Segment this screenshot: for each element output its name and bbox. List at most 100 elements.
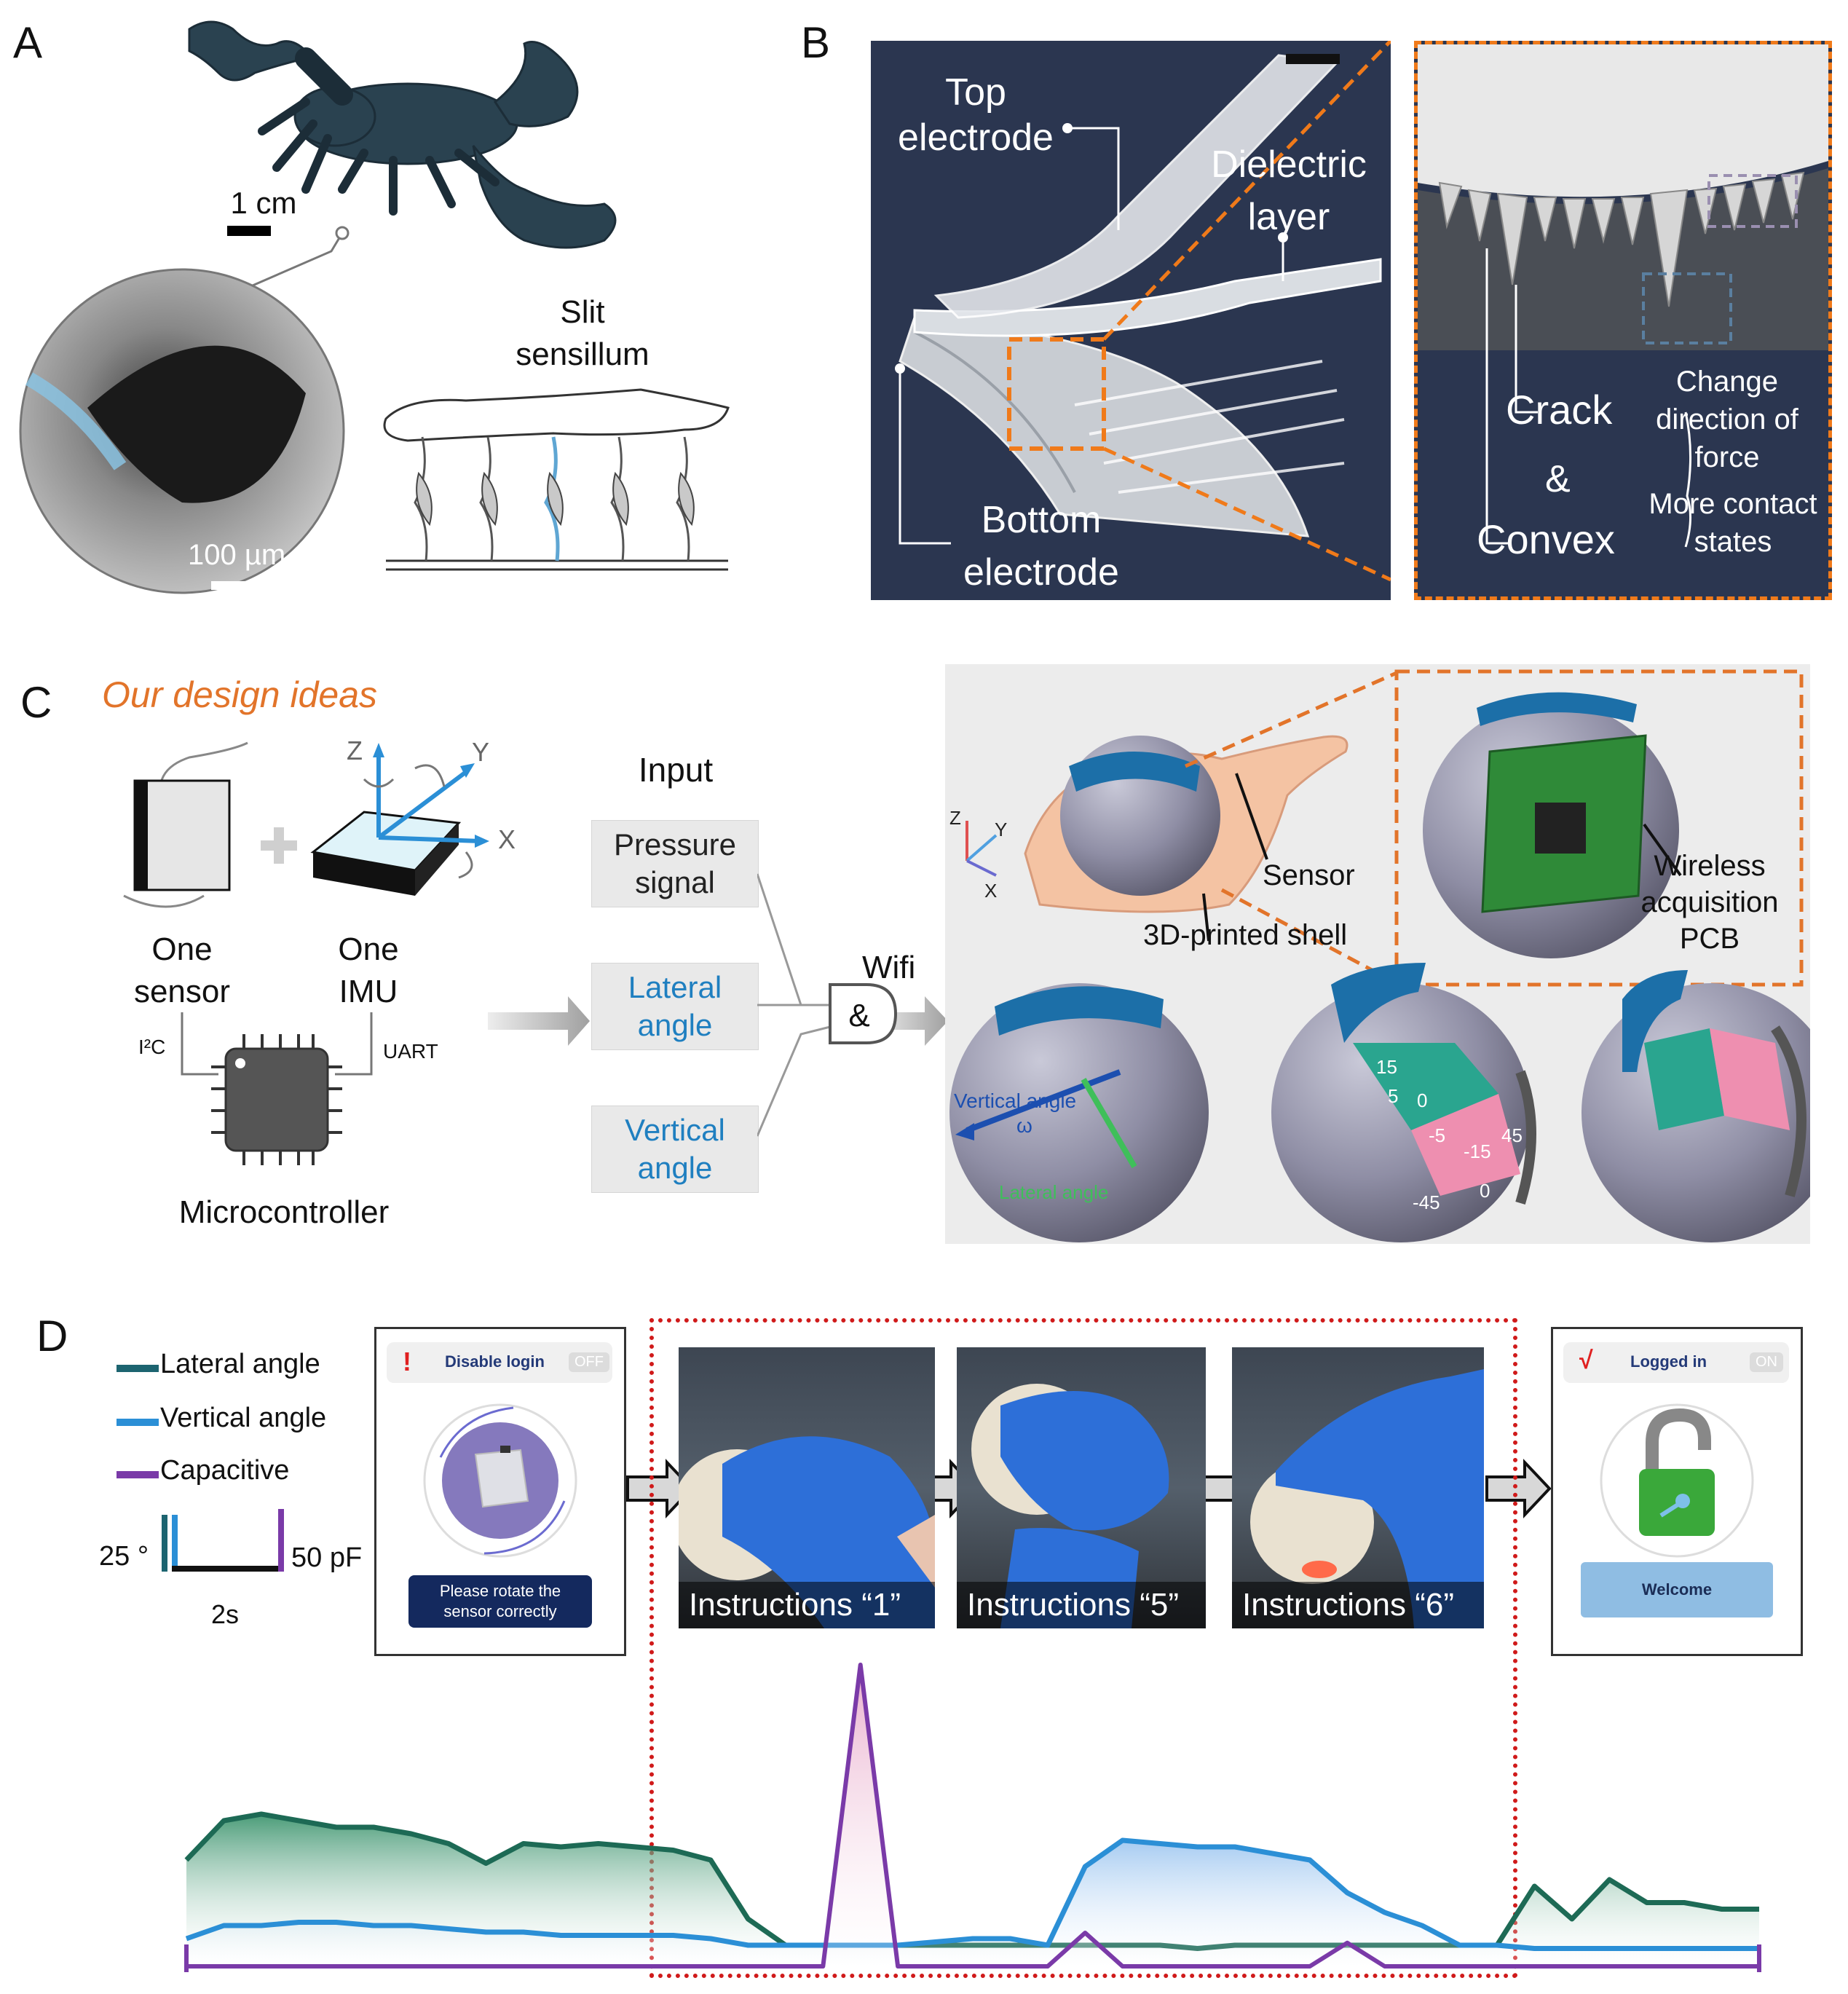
- screen-logged-in: √ Logged in ON Welcome: [1551, 1327, 1803, 1656]
- crack-label: Crack: [1506, 387, 1613, 433]
- check-mark: √: [1579, 1347, 1593, 1374]
- photo-instruction-6: Instructions “6”: [1232, 1347, 1484, 1628]
- change-force-line1: Change: [1675, 366, 1779, 398]
- electrode-art: [895, 41, 1391, 582]
- legend-label-2: Capacitive: [160, 1455, 290, 1486]
- pcb-label: Wireless acquisition PCB: [1640, 848, 1778, 957]
- warning-mark: !: [403, 1347, 411, 1376]
- dielectric-label: Dielectric layer: [1211, 138, 1367, 243]
- unlock-illustration: [1600, 1403, 1754, 1558]
- scale-bars: [162, 1509, 284, 1572]
- scale-label-um: 100 µm: [188, 539, 286, 571]
- more-contact-label: More contact states: [1648, 485, 1817, 561]
- top-electrode-line2: electrode: [898, 117, 1054, 159]
- and-gate: [829, 983, 898, 1044]
- pcb-label-line2: acquisition: [1640, 886, 1779, 918]
- dielectric-line2: layer: [1247, 196, 1330, 238]
- uart-label: UART: [383, 1040, 438, 1063]
- i2c-label: I²C: [138, 1036, 166, 1058]
- top-electrode-label: Top electrode: [898, 70, 1054, 160]
- and-gate-label: &: [848, 998, 870, 1033]
- scale-label-cm: 1 cm: [230, 186, 297, 220]
- input-box-0-line-1: signal: [635, 865, 715, 899]
- rotate-prompt-button[interactable]: Please rotate the sensor correctly: [408, 1575, 592, 1628]
- one-sensor-label: One sensor: [134, 929, 230, 1013]
- wifi-label: Wifi: [862, 950, 916, 985]
- convex-label: Convex: [1477, 516, 1615, 562]
- more-contact-line1: More contact: [1648, 488, 1817, 520]
- omega-label: ω: [1016, 1114, 1032, 1137]
- bottom-electrode-label: Bottom electrode: [963, 494, 1119, 599]
- axis-x-label: X: [498, 824, 516, 854]
- series-area-1: [186, 1840, 1759, 1966]
- flow-arrows: [488, 996, 948, 1046]
- screen-disabled-header: ! Disable login OFF: [387, 1342, 612, 1383]
- panel-label-b: B: [801, 18, 831, 67]
- highlight-box: [649, 1318, 1517, 1978]
- ball-axes: [949, 983, 1209, 1242]
- scale-time-label: 2s: [211, 1599, 240, 1629]
- one-imu-line2: IMU: [339, 974, 398, 1009]
- series-line-2: [186, 1663, 1759, 1969]
- mini-axis-z: Z: [949, 807, 961, 829]
- screen-disabled: ! Disable login OFF Please rotate the se…: [374, 1327, 626, 1656]
- design-schematic: [123, 741, 489, 1165]
- scorpion-illustration: [188, 20, 617, 249]
- logged-in-title: Logged in: [1630, 1352, 1707, 1371]
- legend-swatch-2: [117, 1471, 159, 1478]
- dial-bottom-m45: -45: [1413, 1191, 1440, 1213]
- rotate-illustration: [423, 1403, 577, 1558]
- photo-instruction-1: Instructions “1”: [679, 1347, 935, 1628]
- dial-bottom-45: 45: [1501, 1124, 1523, 1146]
- dial-top-5: 5: [1388, 1085, 1399, 1107]
- top-electrode-line1: Top: [945, 71, 1006, 114]
- toggle-off[interactable]: OFF: [569, 1352, 609, 1372]
- design-title: Our design ideas: [102, 674, 378, 715]
- change-force-label: Change direction of force: [1656, 363, 1798, 476]
- sensor-block: [133, 779, 231, 891]
- more-contact-line2: states: [1694, 526, 1772, 558]
- toggle-on[interactable]: ON: [1750, 1352, 1783, 1372]
- caption-instruction-1: Instructions “1”: [679, 1582, 935, 1628]
- slit-title: Slit sensillum: [516, 291, 649, 376]
- input-box-1-line-0: Lateral: [628, 970, 722, 1004]
- photo-instruction-5: Instructions “5”: [957, 1347, 1206, 1628]
- microstructure-art: [1418, 44, 1828, 548]
- panel-label-d: D: [36, 1312, 68, 1360]
- dial-bottom-0: 0: [1480, 1180, 1490, 1202]
- legend-swatch-0: [117, 1365, 159, 1372]
- pcb-label-line3: PCB: [1679, 923, 1740, 955]
- mini-axis-x: X: [984, 880, 998, 902]
- one-sensor-line1: One: [151, 931, 213, 967]
- change-force-line2: direction of: [1656, 403, 1798, 436]
- axis-y-label: Y: [472, 737, 490, 767]
- dielectric-line1: Dielectric: [1211, 143, 1367, 186]
- change-force-line3: force: [1694, 441, 1760, 473]
- dial-top-0: 0: [1417, 1089, 1428, 1111]
- microcontroller-chip: [224, 1047, 329, 1152]
- one-imu-line1: One: [338, 931, 399, 967]
- slit-sensillum-drawing: [383, 388, 730, 571]
- sensor-label: Sensor: [1263, 859, 1355, 891]
- series-line-1: [185, 1837, 1759, 1951]
- scale-angle-label: 25 °: [99, 1541, 149, 1572]
- signal-chart: [184, 1663, 1761, 1972]
- axis-z-label: Z: [347, 736, 363, 765]
- one-sensor-line2: sensor: [133, 974, 231, 1009]
- dial-bottom-m5: -5: [1429, 1124, 1446, 1146]
- legend-label-0: Lateral angle: [160, 1349, 320, 1379]
- panel-label-a: A: [13, 18, 43, 67]
- one-imu-label: One IMU: [338, 929, 398, 1013]
- lateral-angle-label: Lateral angle: [999, 1181, 1109, 1203]
- panel-label-c: C: [20, 678, 52, 727]
- legend-label-1: Vertical angle: [160, 1403, 327, 1433]
- bottom-electrode-line1: Bottom: [981, 499, 1102, 541]
- series-area-0: [186, 1814, 1759, 1966]
- microcontroller-label: Microcontroller: [178, 1194, 390, 1230]
- welcome-button[interactable]: Welcome: [1581, 1562, 1773, 1617]
- pcb-label-line1: Wireless: [1654, 850, 1766, 882]
- slit-title-line2: sensillum: [516, 336, 649, 372]
- legend-swatch-1: [117, 1419, 159, 1426]
